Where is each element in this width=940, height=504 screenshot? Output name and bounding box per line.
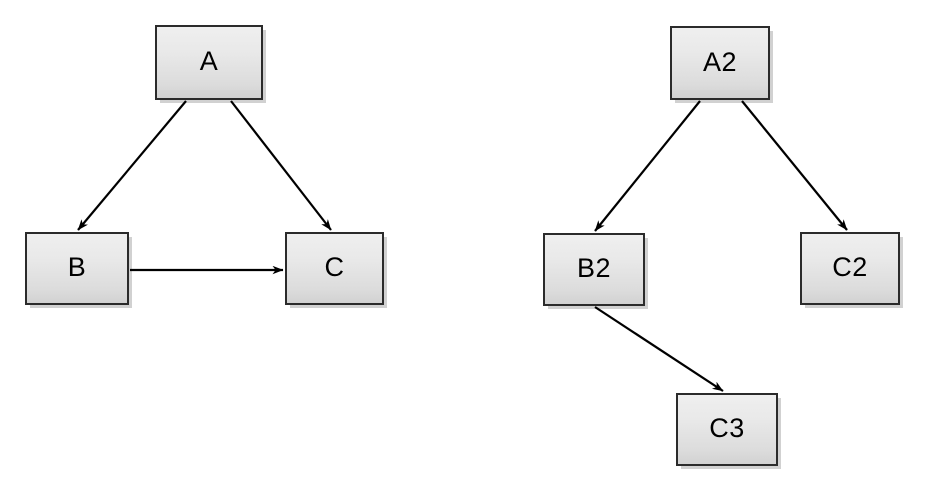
- node-label-c2: C2: [832, 252, 868, 282]
- node-label-a: A: [199, 46, 219, 76]
- edge-a2-c2: [741, 100, 848, 231]
- edge-a-c: [230, 100, 332, 231]
- node-b[interactable]: B: [25, 232, 129, 305]
- node-a[interactable]: A: [155, 25, 263, 100]
- node-label-c: C: [324, 252, 345, 282]
- node-c[interactable]: C: [285, 232, 384, 305]
- node-c2[interactable]: C2: [800, 232, 900, 305]
- edge-a2-b2: [594, 100, 701, 232]
- node-b2[interactable]: B2: [543, 233, 645, 306]
- node-c3[interactable]: C3: [676, 393, 778, 466]
- edge-b2-c3: [594, 306, 724, 392]
- node-a2[interactable]: A2: [670, 26, 770, 100]
- node-label-c3: C3: [709, 413, 745, 443]
- node-label-b: B: [67, 252, 87, 282]
- node-label-b2: B2: [576, 253, 612, 283]
- edge-a-b: [77, 100, 187, 231]
- node-label-a2: A2: [702, 46, 738, 77]
